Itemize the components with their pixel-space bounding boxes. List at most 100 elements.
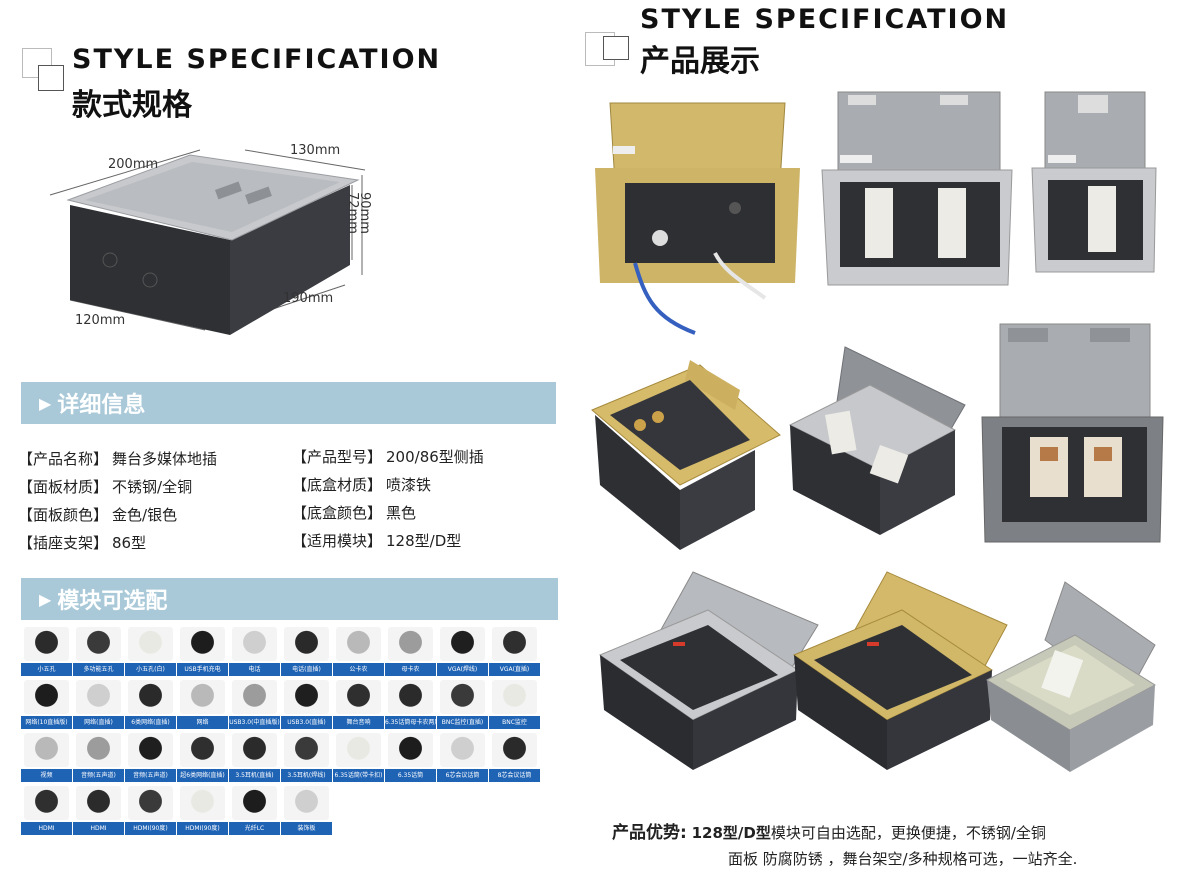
spec-col-left: 【产品名称】舞台多媒体地插 【面板材质】不锈钢/全铜 【面板颜色】金色/银色 【… [18,445,217,557]
module-item: 小五孔(白) [125,624,176,676]
module-image [76,680,121,714]
module-image [232,627,277,661]
module-item: BNC监控(直插) [437,677,488,729]
left-header-cn: 款式规格 [72,88,192,123]
module-image [180,733,225,767]
module-image [440,680,485,714]
advantage-line-2: 面板 防腐防锈 ，舞台架空/多种规格可选，一站齐全. [728,848,1077,869]
spec-row: 【适用模块】128型/D型 [292,532,462,550]
module-item: 6.35话筒(带卡扣) [333,730,384,782]
module-item: USB3.0(中直插版) [229,677,280,729]
module-image [336,680,381,714]
module-caption: 装饰板 [281,822,332,835]
module-caption: BNC监控(直插) [437,716,488,729]
advantage-line-1: 产品优势: 128型/D型模块可自由选配，更换便捷，不锈钢/全铜 [612,818,1046,843]
module-item: 网络(直插) [73,677,124,729]
right-header-cn: 产品展示 [640,44,760,79]
module-caption: 音频(五声道) [73,769,124,782]
product-photo-silver-open-double [821,91,1013,286]
module-image [440,733,485,767]
module-item: USB手机充电 [177,624,228,676]
advantage-label: 产品优势: [612,823,687,843]
spec-row: 【底盒颜色】黑色 [292,504,417,522]
module-caption: USB3.0(直插) [281,716,332,729]
module-item: HDMI(90度) [177,783,228,835]
advantage-bold: 128型/D型 [691,824,771,842]
module-caption: 公卡农 [333,663,384,676]
module-image [232,733,277,767]
spec-row: 【面板材质】不锈钢/全铜 [18,478,193,496]
module-item: 公卡农 [333,624,384,676]
module-image [284,786,329,820]
module-image [284,733,329,767]
module-image [388,733,433,767]
module-image [128,733,173,767]
module-item: 多功能五孔 [73,624,124,676]
module-image [180,680,225,714]
product-photo-silver-large-open [598,571,819,770]
product-photo-gold-open [595,102,800,335]
module-item: 3.5耳机(直插) [229,730,280,782]
module-image [388,680,433,714]
module-item: 视频 [21,730,72,782]
module-image [492,627,537,661]
product-photo-gold-large-open [792,571,1008,770]
product-photo-gold-angled [591,360,781,550]
triangle-icon: ▶ [39,589,52,609]
module-caption: 超6类网络(直插) [177,769,228,782]
module-image [388,627,433,661]
module-caption: 网络(10直插版) [21,716,72,729]
module-caption: HDMI [73,822,124,835]
dim-top-width: 130mm [290,143,341,158]
module-image [336,627,381,661]
module-image [76,627,121,661]
module-caption: USB手机充电 [177,663,228,676]
module-item: 光纤LC [229,783,280,835]
module-caption: 电话(直插) [281,663,332,676]
box-dimension-diagram [49,149,366,335]
modules-section-bar: ▶ 模块可选配 [21,578,558,620]
module-caption: 网络(直插) [73,716,124,729]
module-item: HDMI [21,783,72,835]
triangle-icon: ▶ [39,393,52,413]
module-image [76,733,121,767]
module-image [492,733,537,767]
module-image [492,680,537,714]
header-decor-square [22,48,52,78]
dim-bottom-width: 120mm [75,313,126,328]
module-item: 6类网络(直插) [125,677,176,729]
module-image [128,680,173,714]
module-caption: 小五孔(白) [125,663,176,676]
product-photo-silver-open-single [1031,91,1157,273]
module-caption: VGA(焊线) [437,663,488,676]
spec-row: 【插座支架】86型 [18,534,147,552]
left-header-en: STYLE SPECIFICATION [72,44,442,75]
spec-row: 【面板颜色】金色/银色 [18,506,178,524]
module-caption: 网络 [177,716,228,729]
module-image [24,733,69,767]
module-item: BNC监控 [489,677,540,729]
module-image [180,627,225,661]
module-item: 6芯会议话筒 [437,730,488,782]
module-caption: BNC监控 [489,716,540,729]
module-item: 电话 [229,624,280,676]
module-caption: VGA(直插) [489,663,540,676]
module-caption: USB3.0(中直插版) [229,716,280,729]
module-image [128,786,173,820]
details-title: 详细信息 [57,393,146,418]
module-item: VGA(焊线) [437,624,488,676]
module-caption: 6.35话筒 [385,769,436,782]
module-item: VGA(直插) [489,624,540,676]
module-item: USB3.0(直插) [281,677,332,729]
module-image [232,786,277,820]
module-item: 音频(五声道) [73,730,124,782]
module-image [336,733,381,767]
module-item: 电话(直插) [281,624,332,676]
spec-row: 【产品名称】舞台多媒体地插 [18,450,218,468]
module-item: 音频(五声道) [125,730,176,782]
spec-col-right: 【产品型号】200/86型侧插 【底盒材质】喷漆铁 【底盒颜色】黑色 【适用模块… [292,443,484,555]
product-photo-gray-open-gold-outlets [981,323,1164,543]
module-image [128,627,173,661]
module-caption: 电话 [229,663,280,676]
